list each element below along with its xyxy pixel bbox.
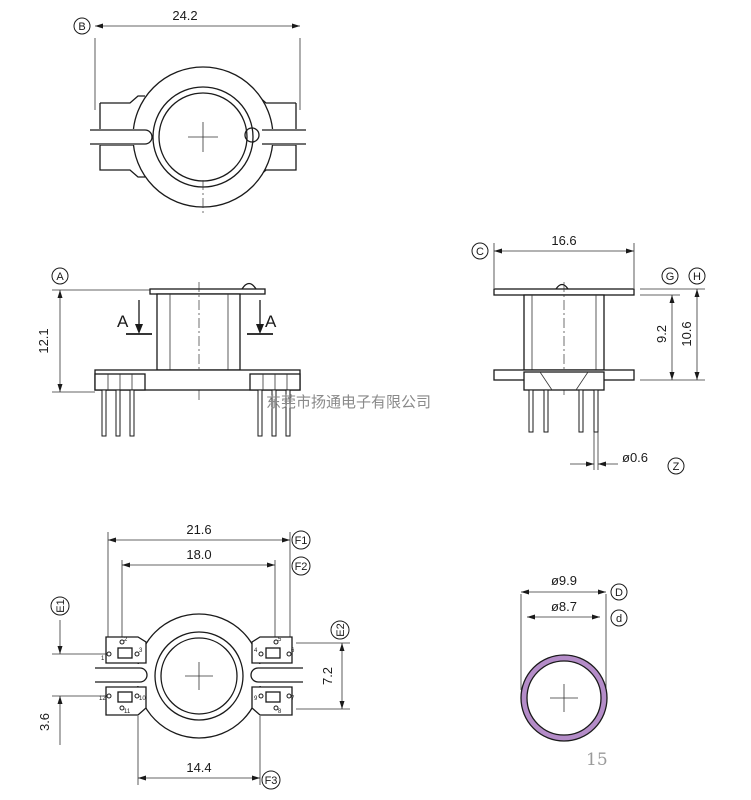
svg-text:B: B [78, 21, 85, 33]
bottom-width-inner-label: 18.0 [186, 547, 211, 562]
pin-diameter-label: ø0.6 [622, 450, 648, 465]
company-watermark: 东莞市扬通电子有限公司 [266, 393, 431, 411]
tag-z: Z [667, 457, 685, 475]
svg-text:5: 5 [278, 637, 282, 643]
svg-text:12: 12 [99, 696, 106, 702]
svg-text:3: 3 [139, 648, 143, 654]
tag-d-small: d [610, 609, 628, 627]
svg-text:Z: Z [673, 461, 680, 473]
bottom-view: 21.6 F1 18.0 F2 [37, 522, 350, 790]
front-height-label: 12.1 [36, 328, 51, 353]
tag-f3: F3 [261, 770, 281, 790]
side-view: C 16.6 ø0.6 Z [471, 233, 706, 475]
pin-markers [106, 639, 292, 711]
tag-f2: F2 [291, 556, 311, 576]
svg-text:A: A [56, 271, 64, 283]
svg-text:11: 11 [124, 709, 131, 715]
tag-d: D [610, 583, 628, 601]
bottom-height-right-label: 7.2 [320, 667, 335, 685]
pin-numbers: 1 2 3 4 5 6 7 8 9 10 11 12 [99, 637, 295, 715]
svg-text:E1: E1 [55, 599, 67, 612]
tag-g: G [661, 267, 679, 285]
svg-text:d: d [616, 613, 622, 625]
top-width-label: 24.2 [172, 8, 197, 23]
svg-text:D: D [615, 587, 623, 599]
bottom-width-bottom-label: 14.4 [186, 760, 211, 775]
section-inner-dia-label: ø8.7 [551, 599, 577, 614]
bottom-width-outer-label: 21.6 [186, 522, 211, 537]
svg-text:E2: E2 [335, 623, 347, 636]
tag-h: H [688, 267, 706, 285]
page-number: 15 [586, 750, 608, 770]
front-view: A 12.1 [36, 267, 301, 437]
bottom-height-left-label: 3.6 [37, 713, 52, 731]
svg-text:10: 10 [139, 696, 146, 702]
svg-text:4: 4 [254, 648, 258, 654]
side-height-inner-label: 9.2 [654, 325, 669, 343]
svg-text:7: 7 [291, 696, 295, 702]
tag-e1: E1 [50, 596, 70, 616]
svg-text:1: 1 [101, 656, 105, 662]
svg-text:F2: F2 [295, 561, 308, 573]
svg-text:F3: F3 [265, 775, 278, 787]
svg-text:H: H [693, 271, 701, 283]
svg-text:8: 8 [278, 709, 282, 715]
section-label-right: A [265, 312, 277, 331]
side-height-outer-label: 10.6 [679, 321, 694, 346]
tag-f1: F1 [291, 530, 311, 550]
tag-c: C [471, 242, 489, 260]
svg-text:C: C [476, 246, 484, 258]
svg-text:G: G [666, 271, 675, 283]
tag-a: A [51, 267, 69, 285]
top-view: 24.2 B [73, 8, 306, 215]
svg-text:F1: F1 [295, 535, 308, 547]
tag-e2: E2 [330, 620, 350, 640]
section-outer-dia-label: ø9.9 [551, 573, 577, 588]
section-ring [521, 655, 607, 741]
svg-text:6: 6 [291, 648, 295, 654]
section-view: ø9.9 D ø8.7 d [520, 573, 628, 742]
section-label-left: A [117, 312, 129, 331]
svg-text:2: 2 [124, 637, 128, 643]
tag-b: B [73, 17, 91, 35]
side-width-label: 16.6 [551, 233, 576, 248]
svg-text:9: 9 [254, 696, 258, 702]
